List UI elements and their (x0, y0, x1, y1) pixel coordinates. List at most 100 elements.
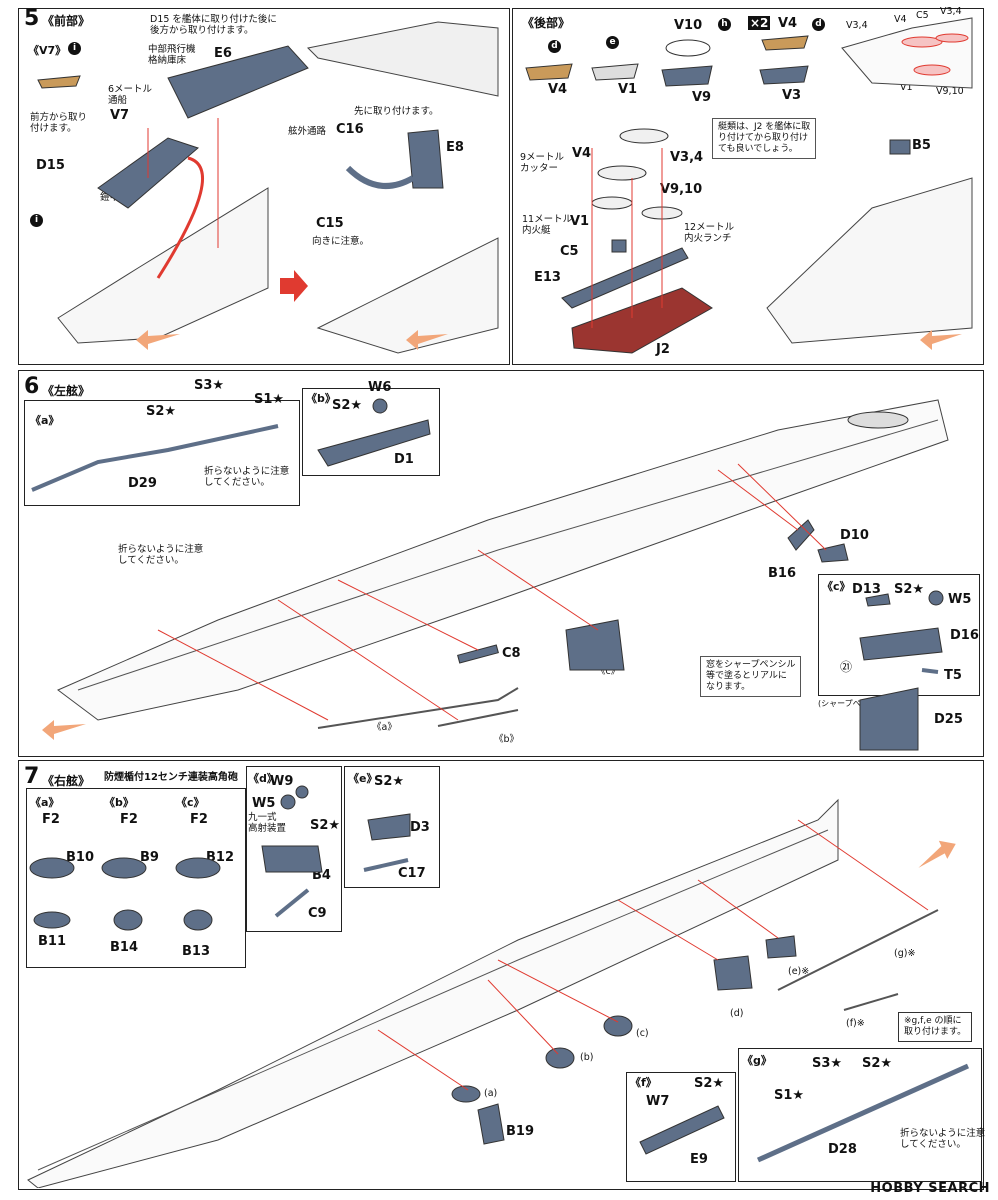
w9-label: W9 (270, 774, 294, 789)
pre-attach-note: 先に取り付けます。 (354, 106, 439, 117)
e13-part-icon (561, 247, 689, 309)
c9-label: C9 (308, 906, 327, 921)
step6-title: 《左舷》 (42, 384, 91, 398)
c15-label: C15 (316, 216, 344, 231)
d13-label: D13 (852, 582, 881, 597)
v3-boat-icon (759, 65, 809, 85)
c16-part-icon (345, 165, 415, 189)
overview-c5: C5 (916, 10, 929, 21)
cutter6-label: 6メートル 通船 (108, 84, 153, 106)
hull-right-side-icon (27, 798, 839, 1188)
overview-v910: V9,10 (936, 86, 964, 97)
w9-part-icon (295, 785, 309, 799)
callout-b: (b) (580, 1052, 594, 1063)
s3-label: S3★ (194, 378, 225, 393)
e6-top-view-icon (306, 21, 499, 97)
d16-part-icon (859, 627, 943, 661)
d3-label: D3 (410, 820, 430, 835)
v1-boat-icon (591, 63, 639, 81)
hangar-label: 中部飛行機 格納庫床 (148, 44, 196, 66)
b13-base-icon (183, 909, 213, 931)
step5-number: 5 (24, 6, 40, 31)
d25-label: D25 (934, 712, 963, 727)
e9-part-icon (639, 1105, 725, 1155)
callout-f: (f)※ (846, 1018, 865, 1029)
b11-label: B11 (38, 934, 66, 949)
v7-boat-icon (37, 75, 81, 89)
v910-label: V9,10 (660, 182, 703, 197)
stern-hull-icon (766, 177, 973, 344)
s2-label-c: S2★ (894, 582, 925, 597)
boat11-label: 11メートル 内火艇 (522, 214, 573, 236)
a-callout: 《a》 (372, 722, 397, 733)
w7-label: W7 (646, 1094, 670, 1109)
step7-number: 7 (24, 764, 40, 789)
bow-direction-right-icon (406, 330, 448, 350)
step6-drawings (31, 398, 949, 751)
badge-d-2: d (812, 18, 825, 31)
c9-part-icon (274, 888, 310, 918)
d-assembly-icon (713, 955, 753, 991)
c16-label: C16 (336, 122, 364, 137)
rail-f-icon (843, 993, 899, 1011)
s2-label-g: S2★ (862, 1056, 893, 1071)
bow-direction-6-icon (42, 720, 86, 740)
c5-label: C5 (560, 244, 579, 259)
step7-title: 《右舷》 (42, 774, 91, 788)
s3-label-g: S3★ (812, 1056, 843, 1071)
step7-drawings (27, 785, 970, 1188)
step5-drawings (37, 21, 499, 354)
v1-label-b: V1 (570, 214, 590, 229)
sub-f: 《f》 (630, 1076, 657, 1089)
overview-v4: V4 (894, 14, 907, 25)
d29-label: D29 (128, 476, 157, 491)
badge-e: e (606, 36, 619, 49)
b4-part-icon (261, 845, 323, 873)
stern-drawings (525, 17, 973, 354)
callout-a: (a) (484, 1088, 498, 1099)
pencil-tip-bubble: 窓をシャープペンシル 等で塗るとリアルに なります。 (700, 656, 802, 697)
d10-label: D10 (840, 528, 869, 543)
b9-label: B9 (140, 850, 159, 865)
next-arrow-icon (280, 270, 308, 302)
s2-label-d: S2★ (310, 818, 341, 833)
v10-label: V10 (674, 18, 703, 33)
step5-title: 《前部》 (42, 14, 91, 28)
f2-b: F2 (120, 812, 138, 827)
w5-part-icon (928, 590, 944, 606)
b-turret-callout-icon (545, 1047, 575, 1069)
d3-part-icon (367, 813, 411, 841)
b19-label: B19 (506, 1124, 534, 1139)
sub-c: 《c》 (176, 796, 205, 809)
step6-number: 6 (24, 374, 40, 399)
stern-title: 《後部》 (522, 16, 571, 30)
cutter9-label: 9メートル カッター (520, 152, 565, 174)
c-assembly-icon (565, 619, 625, 671)
overview-boat-2 (935, 33, 969, 43)
type91-label: 九一式 高射装置 (248, 812, 287, 834)
c17-part-icon (363, 858, 409, 872)
callout-d: (d) (730, 1008, 744, 1019)
e6-part-icon (167, 45, 309, 119)
v7-title: 《V7》 (28, 44, 67, 57)
callout-g: (g)※ (894, 948, 916, 959)
d10-part-icon (817, 543, 849, 563)
stack-boat-3 (591, 196, 633, 210)
c8-part-icon (457, 644, 499, 664)
d13-part-icon (865, 593, 891, 607)
boats-on-deck-icon (847, 411, 909, 429)
badge-h: h (718, 18, 731, 31)
d16-label: D16 (950, 628, 979, 643)
e13-label: E13 (534, 270, 561, 285)
b19-part-icon (477, 1103, 505, 1145)
callout-c: (c) (636, 1028, 649, 1039)
v9-label: V9 (692, 90, 712, 105)
install-arrow (156, 156, 204, 279)
d29-part-icon (31, 424, 279, 492)
d1-label: D1 (394, 452, 414, 467)
d1-part-icon (317, 419, 431, 467)
overview-v34-b: V3,4 (940, 6, 962, 17)
v3-label: V3 (782, 88, 802, 103)
b14-base-icon (113, 909, 143, 931)
nobend-hull: 折らないように注意 してください。 (118, 544, 204, 566)
